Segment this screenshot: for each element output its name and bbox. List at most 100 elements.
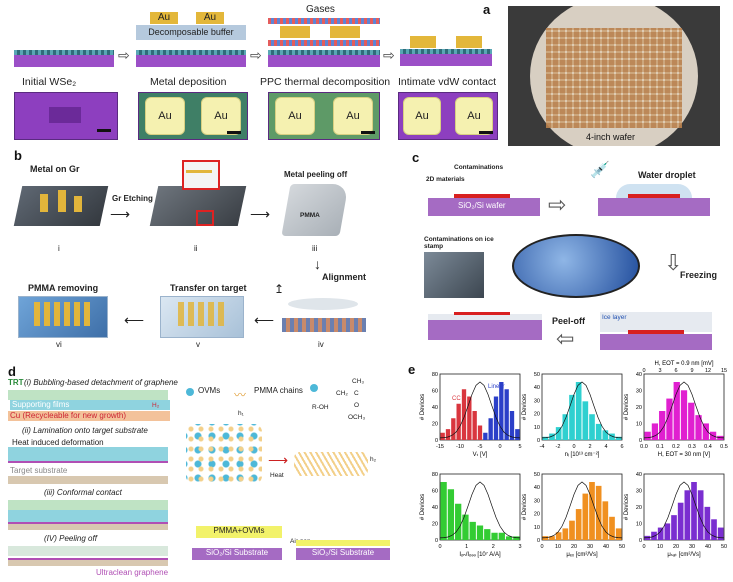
arrow-down-icon: ↓ [314, 256, 321, 272]
metal-on-gr-label: Metal on Gr [30, 164, 80, 174]
ice-label: Ice layer [602, 314, 627, 321]
histogram-bar [549, 536, 555, 540]
ultraclean-label: Ultraclean graphene [96, 568, 169, 577]
pmma-chains-label: PMMA chains [254, 386, 303, 395]
legend-label: Linear [488, 384, 505, 390]
h2b-label: h₂ [370, 456, 377, 463]
substrate-c1 [428, 198, 540, 216]
fit-curve [541, 381, 623, 439]
histogram-bar [476, 525, 484, 540]
top-tick-label: 0 [642, 368, 645, 374]
pmma-ovms-label: PMMA+OVMs [196, 526, 282, 538]
chain-icon: 〰 [234, 388, 247, 402]
ovms-label: OVMs [198, 386, 221, 395]
y-tick-label: 30 [636, 389, 642, 395]
caption-metal: Metal deposition [150, 76, 227, 88]
arrow-icon: ⇨ [118, 47, 130, 63]
y-tick-label: 60 [432, 489, 438, 495]
x-tick-label: 0.2 [672, 444, 680, 450]
histogram-bar [659, 411, 666, 440]
substrate-c4 [600, 334, 712, 350]
arrow-left-icon: ⟵ [254, 312, 275, 328]
freezing-label: Freezing [680, 270, 718, 280]
x-axis-label: Vₜ [V] [473, 452, 488, 458]
x-tick-label: 0 [540, 544, 543, 550]
panel-c-label: c [412, 150, 420, 165]
histogram-bar [575, 382, 582, 440]
arrow-icon: ⇨ [250, 47, 262, 63]
micrograph-metal: Au Au [138, 92, 248, 140]
histogram-bar [575, 509, 582, 540]
o-label: O [354, 402, 360, 409]
x-tick-label: 10 [555, 544, 561, 550]
x-tick-label: 40 [705, 544, 711, 550]
histogram-bar [589, 414, 595, 440]
histogram-bar [666, 398, 673, 440]
y-tick-label: 0 [639, 538, 642, 544]
x-tick-label: 2 [588, 444, 591, 450]
y-axis-label: # Devices [522, 394, 528, 420]
arrow-left-outline-icon: ⇦ [556, 326, 575, 351]
histogram-bar [440, 482, 447, 540]
histogram-bar [702, 423, 709, 440]
y-tick-label: 20 [636, 505, 642, 511]
y-tick-label: 40 [534, 385, 540, 391]
y-tick-label: 40 [432, 505, 438, 511]
wafer-photo: 4-inch wafer [508, 6, 720, 146]
histogram-bar [615, 528, 622, 540]
step4-label: (IV) Peeling off [44, 534, 97, 543]
x-tick-label: 4 [604, 444, 607, 450]
x-tick-label: 10 [657, 544, 663, 550]
step3-label: (iii) Conformal contact [44, 488, 122, 497]
x-tick-label: 1 [465, 544, 468, 550]
y-axis-label: # Devices [522, 494, 528, 520]
top-axis-label: H, EOT = 0.9 nm [mV] [654, 361, 713, 367]
arrow-right-outline-icon: ⇨ [548, 192, 567, 217]
histogram-bar [477, 425, 483, 440]
panel-a-stage-ppc: Gases [268, 4, 380, 72]
histogram-bar [461, 389, 467, 440]
histogram-bar [609, 433, 615, 440]
histogram-bar [483, 432, 488, 440]
histogram-bar [569, 394, 575, 440]
step1-label: (i) Bubbling-based detachment of graphen… [24, 378, 178, 387]
water-label: Water droplet [638, 170, 696, 180]
histogram-bar [493, 396, 499, 440]
histogram-bar [615, 436, 622, 440]
x-tick-label: 0 [572, 444, 575, 450]
panel-a-stage-vdw [400, 30, 492, 72]
dense-chains [294, 452, 368, 476]
legend-label: CC [452, 396, 461, 402]
x-tick-label: 5 [518, 444, 521, 450]
alignment-label: Alignment [322, 272, 366, 282]
y-tick-label: 40 [636, 472, 642, 478]
x-tick-label: 0.5 [720, 444, 728, 450]
top-tick-label: 6 [674, 368, 677, 374]
histogram-bar [447, 489, 455, 540]
histogram-bar [651, 423, 659, 440]
panel-d-label: d [8, 364, 16, 379]
y-tick-label: 10 [534, 425, 540, 431]
histogram-bar [445, 429, 451, 440]
y-tick-label: 0 [435, 438, 438, 444]
micrograph-initial [14, 92, 118, 140]
buffer-layer: Decomposable buffer [136, 25, 246, 40]
histogram-bar [657, 527, 664, 540]
x-tick-label: 0.4 [704, 444, 712, 450]
x-tick-label: -4 [540, 444, 545, 450]
trt-label: TRT [8, 378, 24, 387]
histogram-bar [513, 536, 520, 540]
y-tick-label: 50 [534, 472, 540, 478]
ovm-dot-icon [186, 388, 194, 396]
x-axis-label: H, EOT = 30 nm [V] [658, 452, 711, 458]
y-tick-label: 20 [534, 412, 540, 418]
x-tick-label: -10 [456, 444, 464, 450]
panel-a-label: a [483, 2, 491, 17]
histogram-bar [684, 490, 691, 540]
caption-ppc: PPC thermal decomposition [260, 76, 391, 88]
x-tick-label: 0.1 [656, 444, 664, 450]
gr-etching-label: Gr Etching [112, 194, 153, 203]
top-tick-label: 9 [690, 368, 693, 374]
histogram-bar [484, 529, 491, 540]
